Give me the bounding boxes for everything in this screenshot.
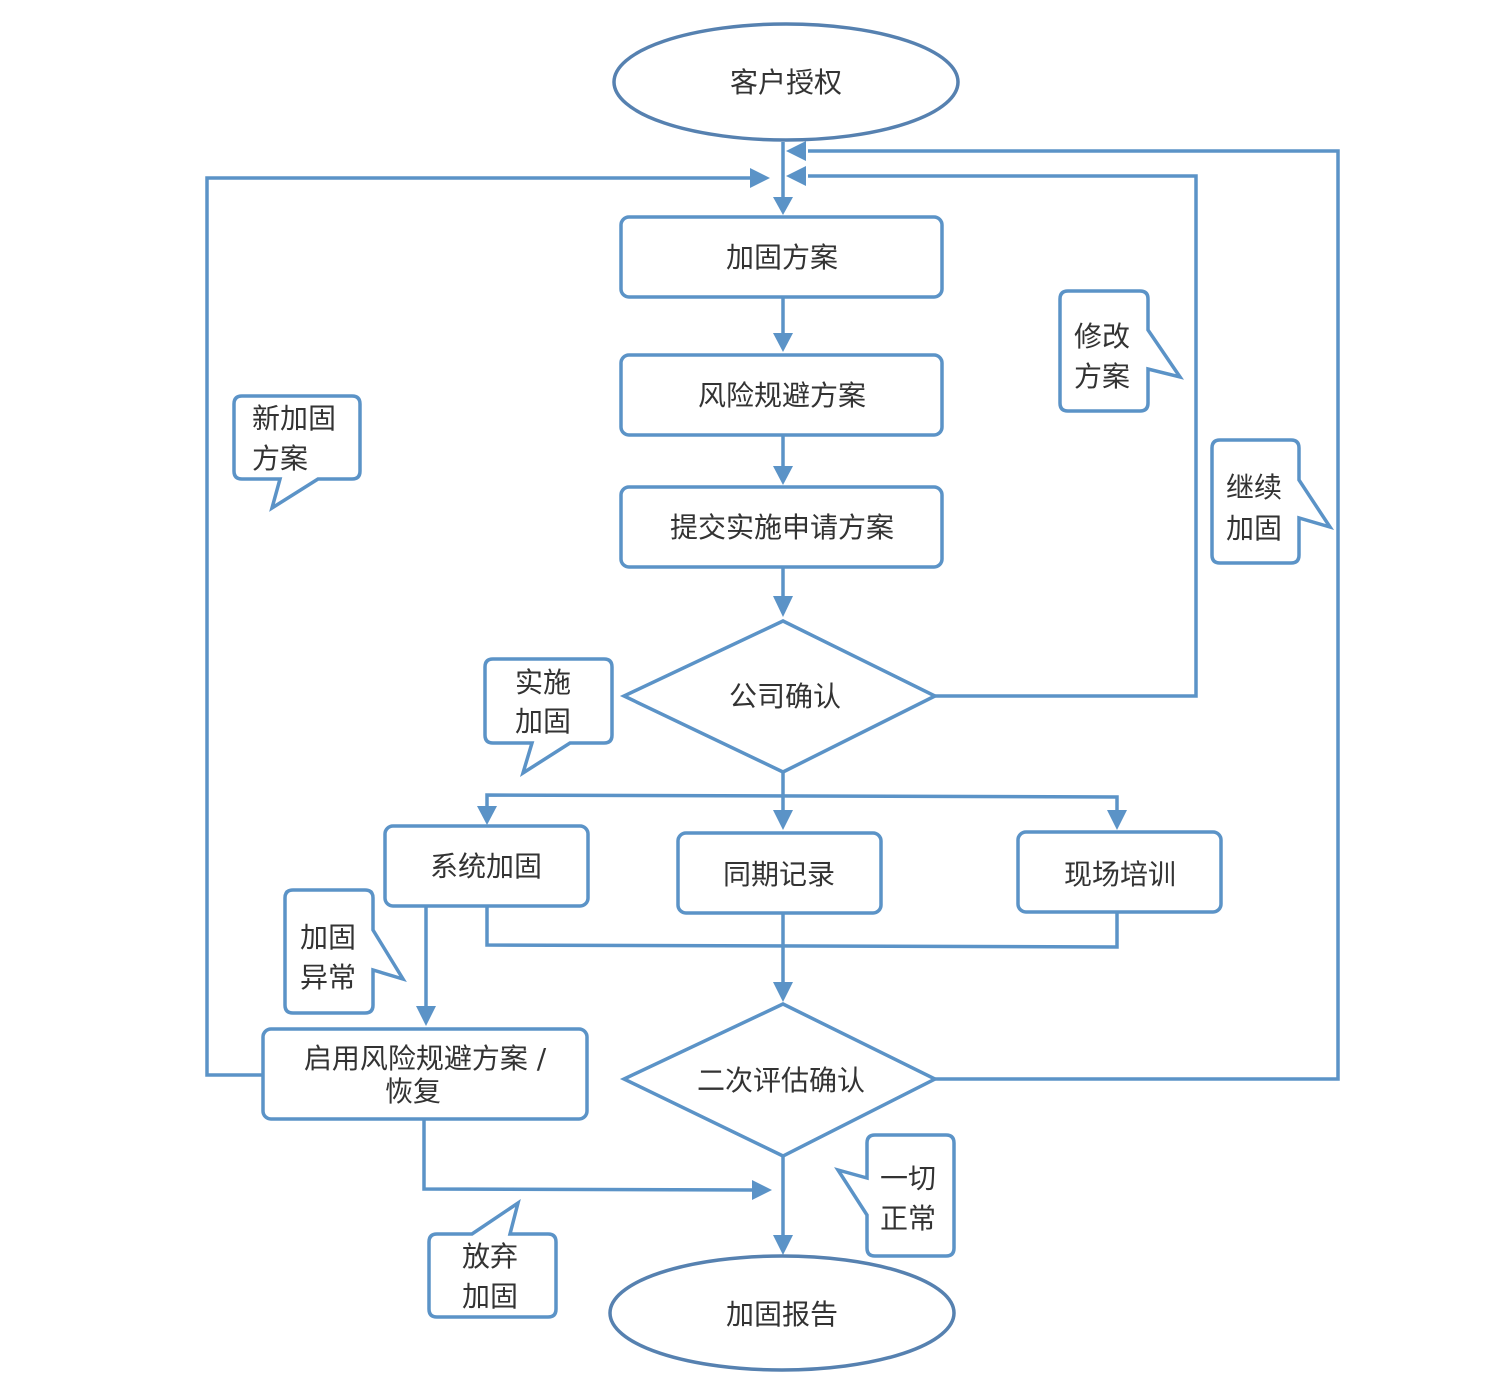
- start-oval: [612, 22, 960, 142]
- onsite-training-box: [1016, 830, 1223, 914]
- callout-continue-harden-shape: [1210, 438, 1335, 565]
- edge-fallback-end: [422, 1120, 753, 1192]
- node-submit[interactable]: 提交实施申请方案: [619, 485, 944, 569]
- arrow-into-harden: [477, 806, 497, 825]
- arrow-into-review: [773, 982, 793, 1002]
- callout-implement-shape: [483, 657, 614, 778]
- company-confirm-diamond: [619, 619, 939, 774]
- callout-all-normal-line2: 正常: [880, 1202, 936, 1235]
- plan-box: [619, 215, 944, 299]
- node-fallback[interactable]: 启用风险规避方案 / 恢复: [261, 1027, 589, 1121]
- callout-continue-harden-line2: 加固: [1226, 512, 1282, 545]
- arrow-into-fallback: [416, 1006, 436, 1026]
- edge-new-plan-loop: [205, 176, 750, 1077]
- callout-modify-plan-line1: 修改: [1074, 320, 1130, 353]
- node-end[interactable]: 加固报告: [608, 1254, 956, 1372]
- second-review-diamond: [619, 1002, 939, 1158]
- arrow-abandon: [752, 1180, 772, 1200]
- connectors: [205, 142, 1340, 1237]
- arrow-into-record: [773, 810, 793, 830]
- callout-all-normal: 一切 正常: [834, 1133, 956, 1258]
- callout-implement-line1: 实施: [515, 666, 571, 699]
- callout-anomaly: 加固 异常: [283, 888, 407, 1015]
- system-harden-label: 系统加固: [430, 850, 542, 883]
- submit-label: 提交实施申请方案: [670, 511, 894, 544]
- arrow-continue: [786, 141, 806, 161]
- start-label: 客户授权: [730, 66, 842, 99]
- arrow-into-company: [773, 596, 793, 617]
- callout-anomaly-line2: 异常: [300, 961, 356, 994]
- arrow-modify-plan: [786, 166, 806, 186]
- end-label: 加固报告: [726, 1298, 838, 1331]
- arrow-into-risk: [773, 333, 793, 352]
- edge-branch-bus: [485, 793, 1119, 812]
- callout-continue-harden: 继续 加固: [1210, 438, 1335, 565]
- sync-record-box: [676, 831, 883, 915]
- callout-anomaly-shape: [283, 888, 407, 1015]
- edge-continue-loop: [808, 149, 1340, 1081]
- arrow-into-plan: [773, 197, 793, 215]
- fallback-label-line1: 启用风险规避方案 /: [304, 1042, 547, 1075]
- arrow-into-end: [773, 1235, 793, 1255]
- end-oval: [608, 1254, 956, 1372]
- node-onsite-training[interactable]: 现场培训: [1016, 830, 1223, 914]
- arrowheads: [416, 141, 1127, 1255]
- plan-label: 加固方案: [726, 241, 838, 274]
- node-start[interactable]: 客户授权: [612, 22, 960, 142]
- callout-abandon-line2: 加固: [462, 1280, 518, 1313]
- fallback-label-line2: 恢复: [385, 1075, 441, 1108]
- callout-continue-harden-line1: 继续: [1226, 471, 1282, 504]
- risk-plan-label: 风险规避方案: [698, 379, 866, 412]
- callout-implement: 实施 加固: [483, 657, 614, 778]
- node-second-review[interactable]: 二次评估确认: [619, 1002, 939, 1158]
- callout-anomaly-line1: 加固: [300, 921, 356, 954]
- system-harden-box: [383, 824, 590, 908]
- callout-implement-line2: 加固: [515, 705, 571, 738]
- second-review-label: 二次评估确认: [697, 1064, 865, 1097]
- onsite-training-label: 现场培训: [1064, 858, 1176, 891]
- callout-modify-plan: 修改 方案: [1058, 289, 1185, 413]
- callout-new-plan-line1: 新加固: [252, 402, 336, 435]
- node-risk-plan[interactable]: 风险规避方案: [619, 353, 944, 437]
- callout-abandon-shape: [427, 1198, 558, 1319]
- node-sync-record[interactable]: 同期记录: [676, 831, 883, 915]
- callout-abandon-line1: 放弃: [462, 1240, 518, 1273]
- callout-new-plan: 新加固 方案: [232, 394, 362, 512]
- edge-modify-plan-loop: [808, 174, 1198, 698]
- arrow-into-training: [1107, 810, 1127, 830]
- risk-plan-box: [619, 353, 944, 437]
- callout-all-normal-shape: [834, 1133, 956, 1258]
- sync-record-label: 同期记录: [723, 858, 835, 891]
- edge-merge-bus: [485, 907, 1119, 949]
- node-system-harden[interactable]: 系统加固: [383, 824, 590, 908]
- node-company-confirm[interactable]: 公司确认: [619, 619, 939, 774]
- callout-modify-plan-shape: [1058, 289, 1185, 413]
- callout-abandon: 放弃 加固: [427, 1198, 558, 1319]
- callout-all-normal-line1: 一切: [880, 1162, 936, 1195]
- callout-modify-plan-line2: 方案: [1074, 360, 1130, 393]
- company-confirm-label: 公司确认: [729, 680, 841, 713]
- arrow-into-submit: [773, 466, 793, 485]
- callout-new-plan-line2: 方案: [252, 442, 308, 475]
- submit-box: [619, 485, 944, 569]
- fallback-box: [261, 1027, 589, 1121]
- arrow-new-plan: [750, 168, 770, 188]
- callout-new-plan-shape: [232, 394, 362, 512]
- node-plan[interactable]: 加固方案: [619, 215, 944, 299]
